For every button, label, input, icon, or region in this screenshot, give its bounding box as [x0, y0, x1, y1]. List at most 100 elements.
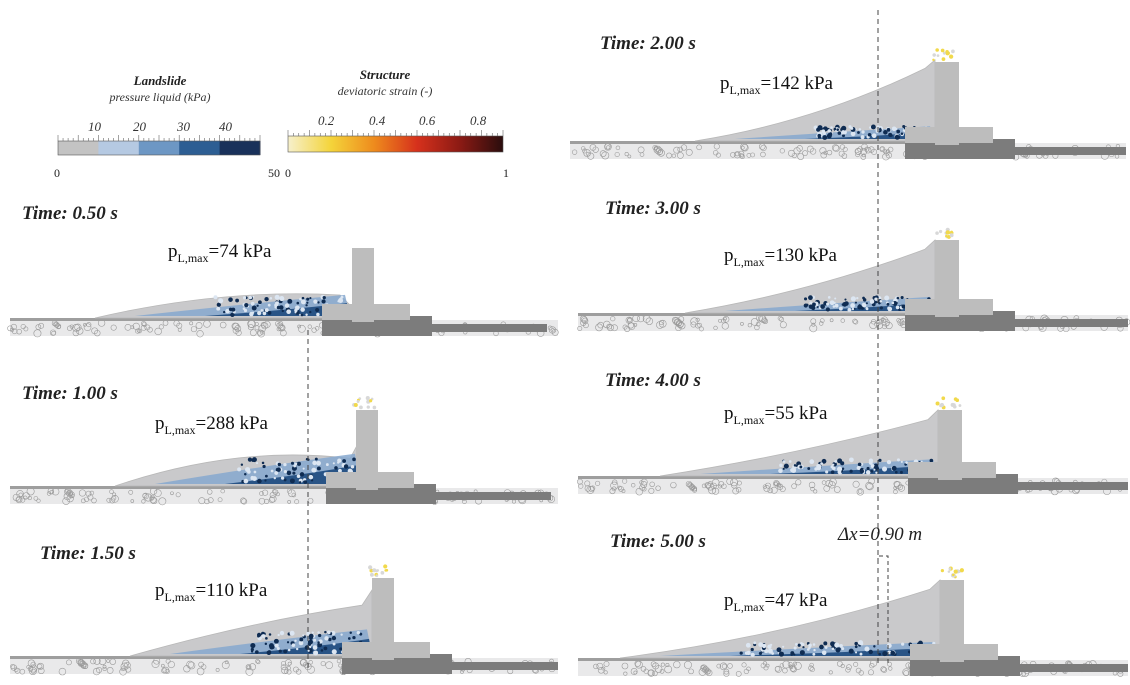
- gravel-particle: [645, 317, 654, 325]
- gravel-particle: [655, 147, 664, 156]
- gravel-particle: [240, 497, 247, 504]
- gravel-particle: [779, 148, 785, 154]
- gravel-particle: [617, 485, 623, 491]
- gravel-particle: [111, 494, 119, 503]
- colorbar-segment: [138, 141, 180, 155]
- splash-particle: [372, 405, 377, 410]
- landslide-particle: [293, 464, 297, 468]
- landslide-particle: [769, 643, 773, 647]
- landslide-particle: [251, 305, 257, 311]
- splash-particle: [356, 400, 360, 403]
- gravel-particle: [272, 488, 277, 494]
- gravel-particle: [161, 663, 165, 668]
- gravel-particle: [36, 663, 43, 670]
- gravel-particle: [841, 153, 848, 159]
- channel-bed: [10, 318, 322, 321]
- gravel-particle: [695, 323, 701, 329]
- landslide-particle: [291, 465, 297, 471]
- splash-particle: [375, 574, 379, 578]
- gravel-particle: [295, 669, 302, 675]
- landslide-particle: [795, 643, 798, 646]
- gravel-particle: [548, 326, 557, 334]
- gravel-particle: [610, 481, 619, 490]
- gravel-particle: [603, 661, 610, 667]
- landslide-particle: [264, 474, 268, 478]
- gravel-particle: [14, 667, 21, 674]
- simulation-panel: [577, 396, 1128, 496]
- landslide-particle: [268, 633, 272, 636]
- gravel-particle: [235, 329, 242, 336]
- foundation-step: [993, 482, 1128, 490]
- simulation-panel: [570, 48, 1126, 161]
- landslide-pressure-core: [205, 303, 350, 316]
- gravel-particle: [141, 499, 146, 504]
- landslide-particle: [359, 632, 363, 636]
- gravel-particle: [791, 483, 797, 489]
- gravel-particle: [685, 148, 693, 156]
- splash-particle: [958, 404, 962, 407]
- gravel-particle: [62, 497, 70, 505]
- landslide-particle: [879, 300, 883, 303]
- gravel-particle: [795, 479, 802, 486]
- gravel-particle: [813, 489, 818, 494]
- gravel-particle: [618, 486, 624, 492]
- gravel-particle: [78, 489, 86, 497]
- landslide-particle: [858, 304, 861, 307]
- gravel-particle: [819, 318, 825, 323]
- gravel-particle: [623, 671, 628, 676]
- gravel-particle: [897, 484, 904, 491]
- gravel-particle: [584, 480, 591, 487]
- landslide-particle: [276, 647, 280, 650]
- gravel-particle: [832, 145, 840, 152]
- landslide-particle: [330, 630, 336, 636]
- gravel-particle: [791, 152, 797, 159]
- gravel-particle: [746, 153, 752, 158]
- gravel-particle: [721, 663, 727, 669]
- landslide-particle: [309, 310, 312, 314]
- gravel-particle: [18, 492, 23, 497]
- gravel-particle: [460, 669, 464, 674]
- landslide-particle: [799, 465, 803, 469]
- gravel-particle: [595, 480, 601, 486]
- channel-bed: [10, 486, 326, 489]
- gravel-particle: [695, 317, 700, 322]
- gravel-particle: [879, 146, 886, 153]
- landslide-particle: [745, 642, 751, 648]
- landslide-particle: [223, 310, 226, 314]
- gravel-particle: [627, 154, 632, 159]
- landslide-particle: [294, 311, 297, 314]
- landslide-particle: [878, 302, 881, 305]
- landslide-particle: [316, 460, 321, 466]
- gravel-particle: [871, 148, 878, 155]
- landslide-particle: [792, 466, 795, 470]
- gravel-particle: [856, 488, 864, 496]
- gravel-particle: [633, 670, 638, 675]
- gravel-particle: [287, 500, 291, 504]
- gravel-particle: [808, 481, 816, 489]
- landslide-particle: [929, 458, 934, 463]
- landslide-particle: [817, 125, 823, 131]
- landslide-particle: [294, 462, 298, 466]
- landslide-particle: [750, 647, 754, 652]
- gravel-particle: [723, 316, 727, 321]
- landslide-particle: [347, 637, 351, 640]
- landslide-particle: [812, 302, 816, 307]
- gravel-particle: [287, 661, 292, 666]
- landslide-particle: [808, 304, 814, 309]
- barrier-base: [326, 472, 414, 488]
- pressure-label: pL,max=47 kPa: [724, 590, 828, 614]
- landslide-body: [684, 239, 936, 314]
- structure-tick-label: 0.4: [369, 113, 386, 128]
- gravel-particle: [215, 667, 220, 672]
- landslide-particle: [249, 311, 254, 317]
- gravel-particle: [765, 663, 770, 668]
- gravel-particle: [740, 145, 745, 150]
- gravel-particle: [678, 316, 685, 323]
- gravel-particle: [852, 318, 858, 324]
- gravel-particle: [142, 493, 148, 499]
- gravel-particle: [610, 316, 616, 322]
- gravel-particle: [899, 320, 904, 325]
- landslide-particle: [304, 645, 310, 650]
- landslide-particle: [779, 463, 783, 468]
- gravel-particle: [697, 322, 702, 328]
